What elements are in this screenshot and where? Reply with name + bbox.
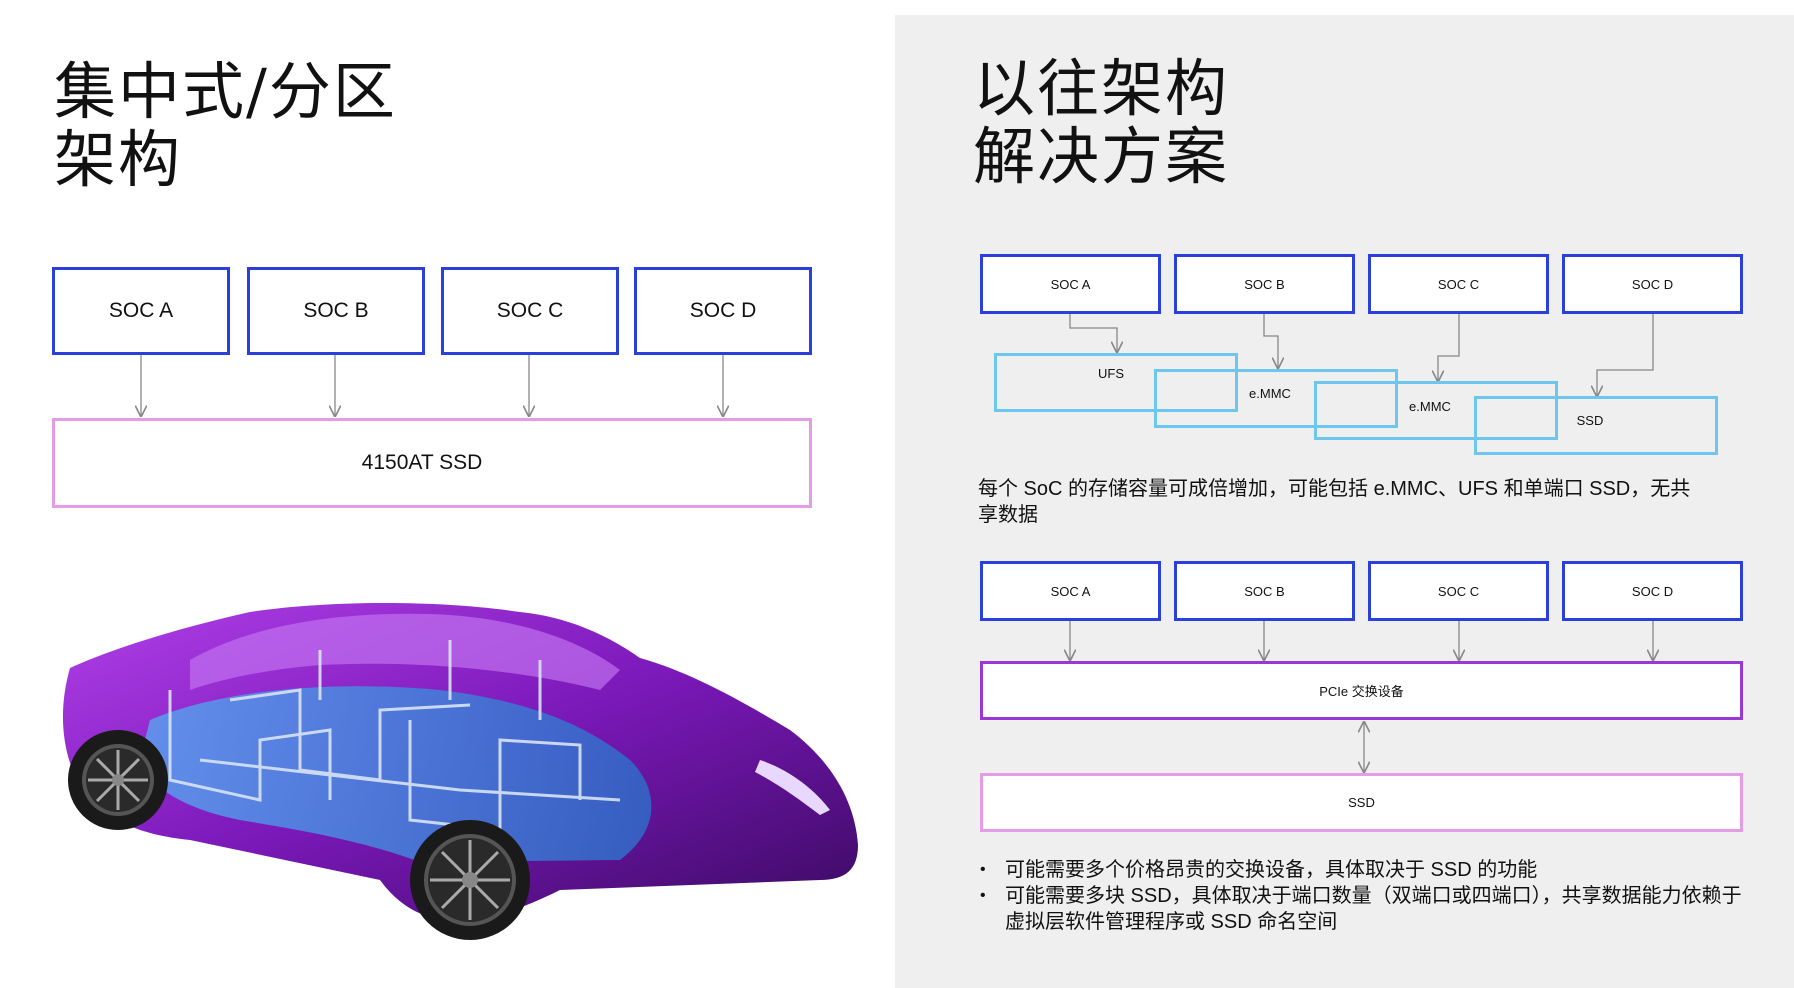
bullet-item-2: 可能需要多块 SSD，具体取决于端口数量（双端口或四端口），共享数据能力依赖于虚… (978, 883, 1748, 935)
right-title: 以往架构 解决方案 (973, 55, 1229, 191)
arrow-soc-b-emmc (1263, 313, 1278, 368)
r2-soc-c: SOC C (1368, 561, 1549, 621)
car-cabin (140, 686, 652, 862)
arrow-soc-d-ssd (1597, 313, 1654, 396)
r1-storage-ssd: SSD (1474, 396, 1718, 455)
car-circuit-lines (168, 640, 621, 832)
r1-storage-ufs: UFS (994, 353, 1238, 412)
r2-soc-d: SOC D (1562, 561, 1743, 621)
left-title-line1: 集中式/分区 (54, 55, 397, 128)
left-soc-d: SOC D (634, 267, 812, 355)
left-title-line2: 架构 (54, 123, 183, 196)
arrow-soc-c-emmc (1438, 313, 1460, 381)
car-glass (190, 613, 620, 690)
left-ssd: 4150AT SSD (52, 418, 812, 508)
r1-storage-ufs-label: UFS (1098, 366, 1124, 381)
diagram1-description: 每个 SoC 的存储容量可成倍增加，可能包括 e.MMC、UFS 和单端口 SS… (978, 478, 1691, 526)
arrow-soc-a-ufs (1069, 313, 1117, 352)
r2-soc-a: SOC A (980, 561, 1161, 621)
rear-wheel (68, 730, 168, 830)
r1-soc-d: SOC D (1562, 254, 1743, 314)
r1-soc-c: SOC C (1368, 254, 1549, 314)
r1-storage-emmc-2: e.MMC (1314, 381, 1558, 440)
r1-storage-emmc-1-label: e.MMC (1249, 386, 1291, 401)
r2-pcie-switch: PCIe 交换设备 (980, 661, 1743, 720)
left-ssd-label: 4150AT SSD (361, 451, 483, 474)
r1-storage-ssd-label: SSD (1576, 413, 1604, 428)
left-soc-b: SOC B (247, 267, 425, 355)
r1-soc-a: SOC A (980, 254, 1161, 314)
left-soc-c: SOC C (441, 267, 619, 355)
left-soc-a: SOC A (52, 267, 230, 355)
r2-ssd: SSD (980, 773, 1743, 832)
bullet-item-1: 可能需要多个价格昂贵的交换设备，具体取决于 SSD 的功能 (978, 857, 1748, 883)
right-title-line1: 以往架构 (973, 52, 1230, 125)
r1-storage-emmc-1: e.MMC (1154, 369, 1398, 428)
r1-storage-emmc-2-label: e.MMC (1409, 399, 1451, 414)
right-title-line2: 解决方案 (973, 120, 1230, 193)
r2-soc-b: SOC B (1174, 561, 1355, 621)
car-headlight (755, 760, 830, 815)
left-title: 集中式/分区 架构 (54, 58, 397, 194)
r1-soc-b: SOC B (1174, 254, 1355, 314)
front-wheel (410, 820, 530, 940)
bullet-list: 可能需要多个价格昂贵的交换设备，具体取决于 SSD 的功能 可能需要多块 SSD… (978, 857, 1748, 935)
